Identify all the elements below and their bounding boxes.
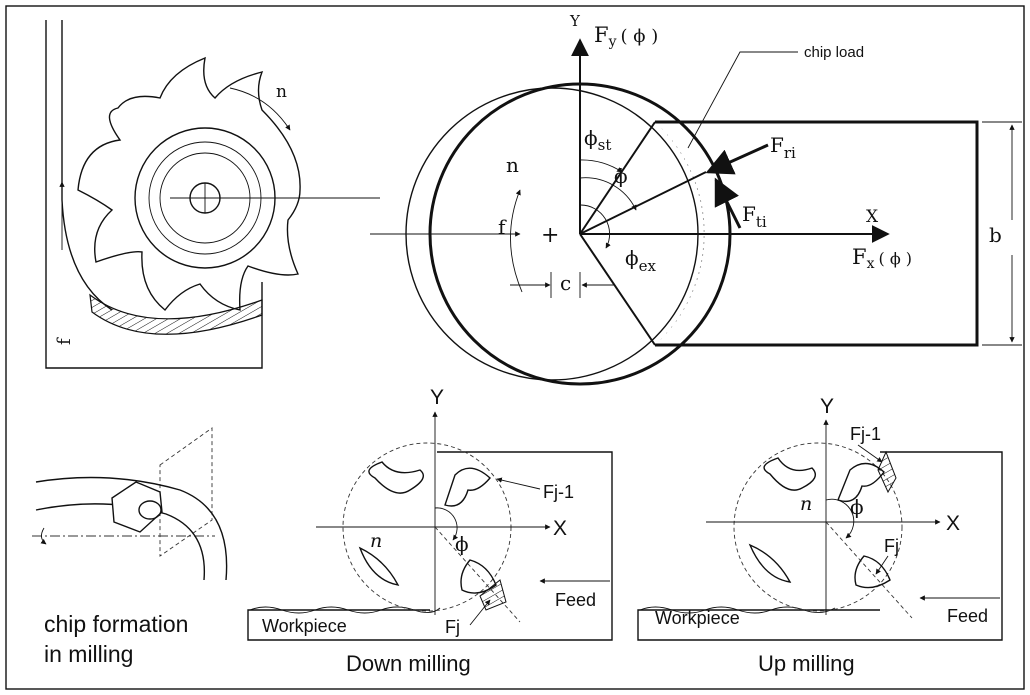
fx-sub: x xyxy=(867,256,875,272)
fri-sub: ri xyxy=(784,144,796,162)
up-cutter-teeth xyxy=(748,457,891,589)
down-y-label: Y xyxy=(430,386,444,409)
tooth-radius-line xyxy=(579,171,707,235)
chip-formation-sketch: chip formation in milling xyxy=(32,427,228,667)
up-feed-label: Feed xyxy=(947,606,988,626)
b-label: b xyxy=(989,223,1002,247)
fx-label: F xyxy=(852,245,867,269)
outer-frame xyxy=(5,5,1025,690)
down-chip xyxy=(479,579,507,611)
svg-text:ϕex: ϕex xyxy=(625,246,657,275)
phi-st-arc xyxy=(579,159,623,173)
chip-block xyxy=(111,481,163,533)
up-milling-panel: Y X n ϕ Fj-1 Fj Feed Workpiece Up millin… xyxy=(637,395,1003,676)
up-fj1-label: Fj-1 xyxy=(850,424,881,444)
svg-text:Fx( ϕ ): Fx( ϕ ) xyxy=(852,245,912,272)
phi-ex-sub: ex xyxy=(639,257,657,275)
up-fj-label: Fj xyxy=(884,536,899,556)
fy-label: F xyxy=(594,23,609,47)
fti-label: F xyxy=(742,202,756,226)
down-workpiece-wavy xyxy=(249,606,441,614)
cutter-side-view xyxy=(45,20,380,369)
cut-surface xyxy=(61,20,113,311)
up-workpiece-wavy xyxy=(639,606,836,614)
up-workpiece-outline xyxy=(637,451,1003,641)
up-x-label: X xyxy=(946,512,960,535)
force-geometry: Y Fy( ϕ ) chip load ϕst Fri n ϕ Fti X f … xyxy=(54,12,1022,386)
chip-shape xyxy=(89,293,263,335)
up-cutter-circle xyxy=(733,442,903,612)
down-fj1-leader xyxy=(496,477,541,490)
up-chip xyxy=(877,450,897,494)
up-phi-label: ϕ xyxy=(850,495,864,519)
svg-text:Fy( ϕ ): Fy( ϕ ) xyxy=(594,23,658,50)
workpiece-block xyxy=(655,120,979,347)
down-milling-panel: Y X n ϕ Fj-1 Fj Feed Workpiece Down mill… xyxy=(247,386,613,676)
cutter-arc-inner xyxy=(35,503,206,581)
f-center-label: f xyxy=(498,215,507,239)
top-x-label: X xyxy=(866,207,879,227)
down-workpiece-label: Workpiece xyxy=(262,616,347,636)
down-milling-title: Down milling xyxy=(346,651,471,676)
down-fj-label: Fj xyxy=(445,617,460,637)
up-y-label: Y xyxy=(820,395,834,418)
dashed-plane xyxy=(159,427,213,557)
fy-sub: y xyxy=(608,34,617,50)
up-n-label: n xyxy=(800,493,812,515)
n-top-label: n xyxy=(506,153,519,177)
svg-text:Fri: Fri xyxy=(770,133,796,162)
top-y-label: Y xyxy=(569,12,581,30)
phi-ex-arc xyxy=(579,204,611,249)
chip-formation-line2: in milling xyxy=(44,641,133,667)
chip-load-leader xyxy=(687,51,798,149)
cutter-arc-outer xyxy=(35,476,228,581)
spin-arrow xyxy=(40,527,47,545)
fti-sub: ti xyxy=(756,213,767,231)
phi-label: ϕ xyxy=(614,164,628,188)
center-plus: + xyxy=(541,223,559,248)
phi-st-sub: st xyxy=(598,136,612,154)
down-feed-label: Feed xyxy=(555,590,596,610)
fy-arg: ( ϕ ) xyxy=(621,26,659,47)
exit-angle-line xyxy=(579,233,656,346)
phi-st-label: ϕ xyxy=(584,126,598,150)
cutter-teeth xyxy=(77,56,301,311)
svg-text:ϕst: ϕst xyxy=(584,126,611,154)
svg-text:Fti: Fti xyxy=(742,202,767,231)
down-workpiece-outline xyxy=(247,451,613,641)
workpiece-edge xyxy=(45,20,263,369)
phi-arc xyxy=(579,177,637,211)
up-workpiece-label: Workpiece xyxy=(655,608,740,628)
fx-arg: ( ϕ ) xyxy=(878,249,912,268)
down-n-label: n xyxy=(370,530,382,552)
rotation-arrow-top xyxy=(510,189,523,293)
down-x-label: X xyxy=(553,517,567,540)
down-phi-label: ϕ xyxy=(455,532,469,556)
down-cutter-teeth xyxy=(358,461,497,594)
up-angle-line xyxy=(825,521,913,619)
chip-load-label: chip load xyxy=(804,44,864,61)
down-fj1-label: Fj-1 xyxy=(543,482,574,502)
c-label: c xyxy=(560,271,571,295)
phi-ex-label: ϕ xyxy=(625,246,639,270)
rotation-arrow-side xyxy=(229,87,291,131)
up-milling-title: Up milling xyxy=(758,651,855,676)
fri-label: F xyxy=(770,133,784,157)
radial-force-arrow xyxy=(705,143,769,175)
up-phi-arc xyxy=(825,498,855,539)
down-phi-arc xyxy=(434,507,459,541)
up-fj-leader xyxy=(875,555,889,575)
f-side-label: f xyxy=(54,337,75,345)
down-angle-line xyxy=(434,526,521,623)
chip-end xyxy=(138,500,162,520)
chip-formation-line1: chip formation xyxy=(44,611,188,637)
n-cutter-label: n xyxy=(276,82,287,102)
tangential-force-arrow xyxy=(714,177,742,229)
up-fj1-leader xyxy=(857,444,883,463)
down-fj-leader xyxy=(469,599,491,626)
entry-angle-line xyxy=(579,121,656,235)
